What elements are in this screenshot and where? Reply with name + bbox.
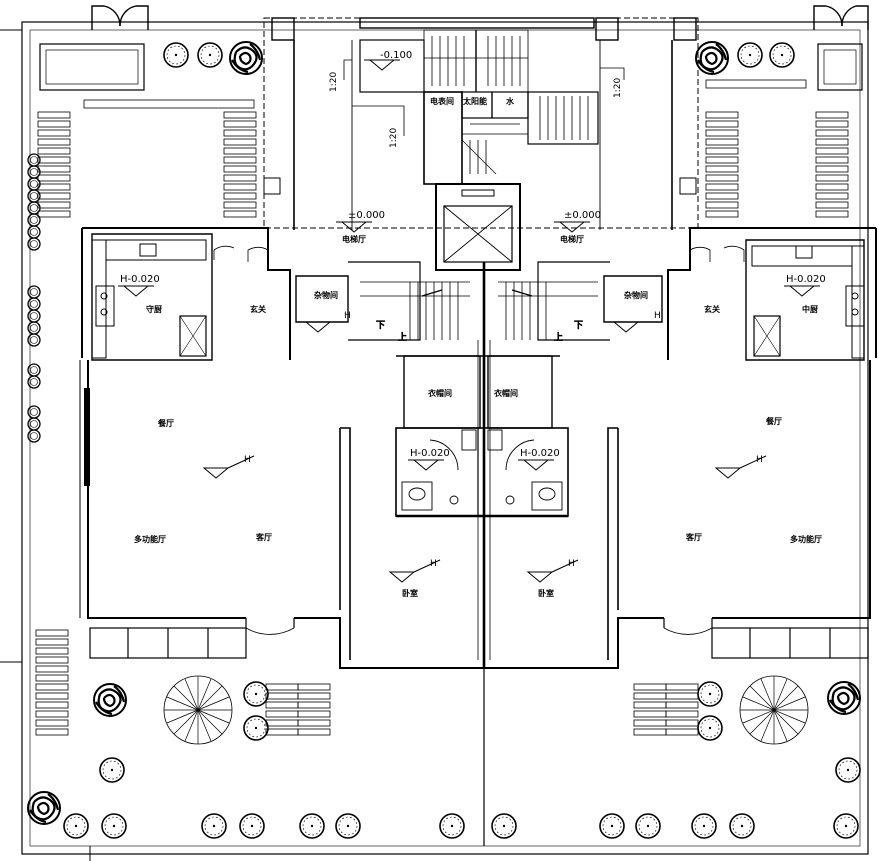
slope-3: 1:20 bbox=[613, 78, 623, 98]
room-labels: H-0.020 守厨 玄关 杂物间 H 餐厅 H 多功能厅 客厅 衣帽间 衣帽间… bbox=[117, 274, 826, 598]
gate-left bbox=[91, 5, 149, 30]
left-kitchen-label: 守厨 bbox=[146, 304, 162, 314]
balcony-right bbox=[711, 627, 869, 659]
stairs-center: 下 上 下 上 bbox=[360, 281, 598, 343]
level-kitchen-right: H-0.020 bbox=[786, 274, 826, 285]
stair-up-right: 上 bbox=[554, 332, 563, 343]
h-dining-right: H bbox=[756, 455, 763, 465]
right-kitchen-label: 中厨 bbox=[802, 304, 818, 314]
stair-down-left: 下 bbox=[376, 321, 385, 331]
left-storage-label: 杂物间 bbox=[314, 290, 338, 300]
right-multi-label: 多功能厅 bbox=[790, 534, 822, 544]
kitchen-left-fixtures bbox=[91, 239, 207, 359]
left-multi-label: 多功能厅 bbox=[134, 534, 166, 544]
water-room-label: 水 bbox=[505, 96, 515, 106]
trees-top-left bbox=[163, 40, 264, 76]
h-storage-left: H bbox=[344, 311, 351, 321]
level-bath-left: H-0.020 bbox=[410, 448, 450, 459]
left-living-label: 客厅 bbox=[255, 532, 272, 542]
trees-bottom bbox=[26, 680, 862, 839]
umbrella-right bbox=[739, 675, 809, 745]
right-dining-label: 餐厅 bbox=[765, 416, 782, 426]
right-storage-label: 杂物间 bbox=[624, 290, 648, 300]
elevator-hall-right-label: 电梯厅 bbox=[560, 234, 584, 244]
meter-room-label: 电表间 bbox=[430, 96, 454, 106]
paving-bottom-left bbox=[35, 629, 331, 736]
right-entrance-label: 玄关 bbox=[704, 304, 720, 314]
paving-top-right bbox=[705, 111, 849, 218]
gate-right bbox=[813, 5, 869, 30]
h-storage-right: H bbox=[654, 311, 661, 321]
stair-up-left: 上 bbox=[398, 332, 407, 343]
paving-top-left bbox=[37, 111, 257, 218]
bench-right bbox=[705, 79, 807, 89]
cloakroom-right-label: 衣帽间 bbox=[494, 388, 518, 398]
pool-left bbox=[39, 43, 145, 91]
bathroom-fixtures bbox=[401, 429, 563, 511]
umbrella-left bbox=[163, 675, 233, 745]
trees-top-right bbox=[694, 40, 795, 76]
elevator-core bbox=[435, 183, 521, 271]
right-living-label: 客厅 bbox=[685, 532, 702, 542]
elevator-hall-left-label: 电梯厅 bbox=[342, 234, 366, 244]
level-bath-right: H-0.020 bbox=[520, 448, 560, 459]
equipment-room-label: 太阳能 bbox=[462, 96, 487, 106]
paving-bottom-right bbox=[633, 683, 699, 736]
level-top-stair: -0.100 bbox=[380, 50, 412, 61]
kitchen-right-fixtures bbox=[751, 245, 865, 359]
slope-2: 1:20 bbox=[389, 128, 399, 148]
stairs-upper bbox=[423, 29, 589, 175]
h-dining-left: H bbox=[244, 455, 251, 465]
upper-annotations: -0.100 1:20 1:20 1:20 电表间 太阳能 水 bbox=[329, 50, 625, 148]
elevator-hall-annotations: ±0.000 电梯厅 ±0.000 电梯厅 bbox=[335, 210, 601, 244]
h-bedroom-right: H bbox=[568, 559, 575, 569]
bedroom-right-label: 卧室 bbox=[538, 588, 554, 598]
level-kitchen-left: H-0.020 bbox=[120, 274, 160, 285]
level-hall-left: ±0.000 bbox=[348, 210, 385, 221]
cloakroom-left-label: 衣帽间 bbox=[428, 388, 452, 398]
h-bedroom-left: H bbox=[430, 559, 437, 569]
balcony-left bbox=[89, 627, 247, 659]
bedroom-left-label: 卧室 bbox=[402, 588, 418, 598]
slope-1: 1:20 bbox=[329, 72, 339, 92]
stair-down-right: 下 bbox=[574, 321, 583, 331]
building-walls bbox=[79, 227, 877, 669]
left-facade-window bbox=[84, 388, 90, 486]
left-entrance-label: 玄关 bbox=[250, 304, 266, 314]
level-hall-right: ±0.000 bbox=[564, 210, 601, 221]
left-dining-label: 餐厅 bbox=[157, 418, 174, 428]
pool-right bbox=[817, 43, 863, 91]
bench-left bbox=[83, 99, 255, 109]
